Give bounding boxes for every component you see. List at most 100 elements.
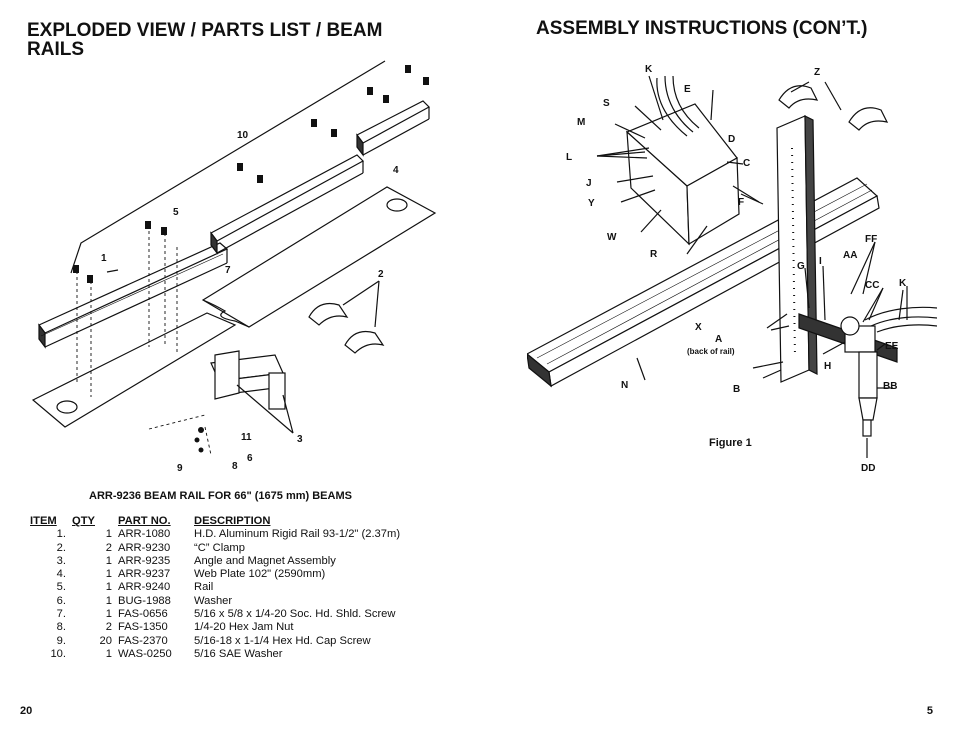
callout-h: H — [824, 361, 831, 372]
callout-l: L — [566, 152, 572, 163]
right-page-title: ASSEMBLY INSTRUCTIONS (CON’T.) — [536, 18, 868, 39]
part-no-cell: ARR-9237 — [118, 568, 171, 581]
left-page-number: 20 — [20, 705, 33, 717]
header-part-no: PART NO. — [118, 515, 171, 527]
description-cell: 5/16 x 5/8 x 1/4-20 Soc. Hd. Shld. Screw — [194, 608, 396, 621]
callout-ee: EE — [885, 341, 899, 352]
description-cell: Washer — [194, 594, 233, 607]
callout-ff: FF — [865, 234, 877, 245]
qty-cell: 20 — [99, 634, 112, 647]
callout-aa: AA — [843, 250, 857, 261]
callout-k-top: K — [645, 64, 653, 75]
table-row: 6. 1 BUG-1988 Washer — [30, 595, 406, 608]
qty-cell: 2 — [105, 541, 112, 554]
table-row: 7. 1 FAS-0656 5/16 x 5/8 x 1/4-20 Soc. Hd. … — [30, 608, 406, 621]
part-no-cell: FAS-1350 — [118, 621, 168, 634]
part-no-cell: FAS-2370 — [118, 634, 168, 647]
description-cell: 1/4-20 Hex Jam Nut — [194, 621, 294, 634]
callout-4: 4 — [393, 165, 399, 176]
header-qty: QTY — [72, 515, 95, 527]
qty-cell: 1 — [105, 608, 112, 621]
callout-8: 8 — [232, 461, 238, 472]
callout-f: F — [738, 197, 744, 208]
qty-cell: 1 — [105, 647, 112, 660]
right-page: ASSEMBLY INSTRUCTIONS (CON’T.) — [477, 0, 954, 738]
parts-table-header-row: ITEM QTY PART NO. DESCRIPTION — [30, 515, 406, 528]
callout-n: N — [621, 380, 628, 391]
part-no-cell: ARR-9235 — [118, 554, 171, 567]
part-no-cell: ARR-1080 — [118, 528, 171, 541]
part-no-cell: ARR-9230 — [118, 541, 171, 554]
callout-d: D — [728, 134, 735, 145]
part-no-cell: BUG-1988 — [118, 594, 171, 607]
callout-cc: CC — [865, 280, 879, 291]
callout-y: Y — [588, 198, 595, 209]
table-row: 3. 1 ARR-9235 Angle and Magnet Assembly — [30, 555, 406, 568]
callout-7: 7 — [225, 265, 231, 276]
callout-5: 5 — [173, 207, 179, 218]
description-cell: Angle and Magnet Assembly — [194, 554, 336, 567]
callout-z: Z — [814, 67, 820, 78]
callout-6: 6 — [247, 453, 253, 464]
callout-11: 11 — [241, 432, 252, 443]
part-no-cell: ARR-9240 — [118, 581, 171, 594]
callout-i: I — [819, 256, 822, 267]
item-cell: 5. — [56, 581, 66, 594]
item-cell: 3. — [56, 554, 66, 567]
table-row: 4. 1 ARR-9237 Web Plate 102" (2590mm) — [30, 568, 406, 581]
header-item: ITEM — [30, 515, 57, 527]
item-cell: 4. — [56, 568, 66, 581]
left-page-title: EXPLODED VIEW / PARTS LIST / BEAM RAILS — [27, 20, 383, 60]
callout-3: 3 — [297, 434, 303, 445]
callout-j: J — [586, 178, 592, 189]
callout-c: C — [743, 158, 750, 169]
callout-x: X — [695, 322, 702, 333]
description-cell: 5/16 SAE Washer — [194, 647, 283, 660]
callout-9: 9 — [177, 463, 183, 474]
description-cell: H.D. Aluminum Rigid Rail 93-1/2" (2.37m) — [194, 528, 401, 541]
qty-cell: 2 — [105, 621, 112, 634]
table-row: 2. 2 ARR-9230 “C” Clamp — [30, 542, 406, 555]
item-cell: 1. — [56, 528, 66, 541]
callout-m: M — [577, 117, 585, 128]
qty-cell: 1 — [105, 581, 112, 594]
callout-bb: BB — [883, 381, 897, 392]
callout-b: B — [733, 384, 740, 395]
callout-s: S — [603, 98, 610, 109]
qty-cell: 1 — [105, 554, 112, 567]
part-no-cell: FAS-0656 — [118, 608, 168, 621]
callout-g: G — [797, 261, 805, 272]
table-row: 8. 2 FAS-1350 1/4-20 Hex Jam Nut — [30, 621, 406, 634]
table-row: 9. 20 FAS-2370 5/16-18 x 1-1/4 Hex Hd. Cap … — [30, 635, 406, 648]
item-cell: 6. — [56, 594, 66, 607]
qty-cell: 1 — [105, 594, 112, 607]
assembly-figure: K Z E S M D L C J Y F W R FF G I AA CC K… — [527, 64, 937, 474]
item-cell: 7. — [56, 608, 66, 621]
item-cell: 2. — [56, 541, 66, 554]
item-cell: 9. — [56, 634, 66, 647]
callout-e: E — [684, 84, 691, 95]
description-cell: Web Plate 102" (2590mm) — [194, 568, 326, 581]
right-page-number: 5 — [926, 705, 933, 717]
callout-10: 10 — [237, 130, 249, 141]
callout-back-of-rail: (back of rail) — [687, 347, 735, 356]
callout-dd: DD — [861, 463, 875, 474]
callout-k-right: K — [899, 278, 907, 289]
qty-cell: 1 — [105, 568, 112, 581]
left-page: EXPLODED VIEW / PARTS LIST / BEAM RAILS — [20, 20, 437, 717]
description-cell: 5/16-18 x 1-1/4 Hex Hd. Cap Screw — [194, 634, 371, 647]
exploded-view-diagram: 10 4 5 1 7 2 11 3 6 9 8 — [31, 60, 437, 474]
item-cell: 8. — [56, 621, 66, 634]
callout-a: A — [715, 334, 722, 345]
callout-w: W — [607, 232, 617, 243]
item-cell: 10. — [50, 647, 66, 660]
figure-caption: Figure 1 — [709, 437, 752, 449]
description-cell: “C” Clamp — [194, 541, 245, 554]
parts-list-caption: ARR-9236 BEAM RAIL FOR 66" (1675 mm) BEA… — [89, 490, 352, 502]
callout-1: 1 — [101, 253, 107, 264]
callout-2: 2 — [378, 269, 384, 280]
